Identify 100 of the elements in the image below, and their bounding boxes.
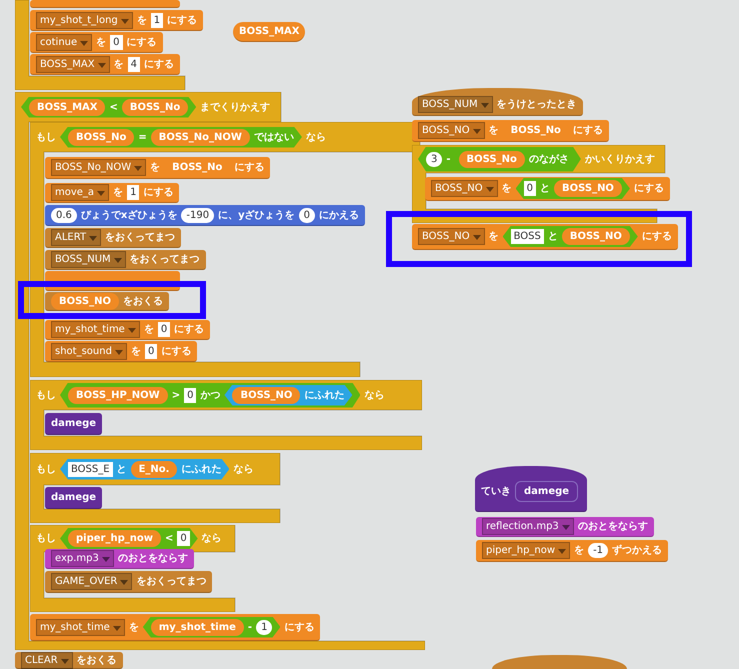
- block-text: なら: [202, 532, 222, 546]
- dropdown-field: BOSS_NO: [431, 180, 498, 197]
- block-text: をおくってまつ: [130, 253, 200, 267]
- dropdown-field: GAME_OVER: [51, 573, 132, 590]
- if-block: [30, 525, 236, 612]
- variable-reporter: BOSS_No: [458, 150, 525, 168]
- block-text: までくりかえす: [200, 100, 270, 114]
- variable-reporter: BOSS_NO: [554, 180, 622, 197]
- block-text: なら: [233, 462, 254, 476]
- dropdown-field: BOSS_NUM: [51, 251, 126, 268]
- block-text: かいくりかえす: [584, 152, 655, 166]
- set-variable-block: [425, 177, 670, 201]
- block-text: のながさ: [528, 152, 569, 166]
- block-text: にする: [167, 14, 198, 28]
- block-text: にふれた: [304, 388, 344, 402]
- block-text: =: [138, 130, 147, 144]
- variable-reporter: BOSS_NO: [562, 228, 630, 245]
- block-text: ていき: [481, 485, 511, 499]
- block-text: びょうでxざひょうを: [80, 208, 178, 222]
- play-sound-block: [45, 549, 194, 569]
- set-variable-block: [45, 157, 270, 179]
- variable-reporter: BOSS_No: [122, 98, 188, 116]
- variable-reporter: [233, 22, 306, 42]
- variable-reporter: my_shot_time: [150, 618, 244, 636]
- set-variable-block: [412, 224, 678, 250]
- broadcast-wait-block: [45, 571, 212, 593]
- number-field: 4: [128, 56, 140, 72]
- dropdown-field: shot_sound: [51, 342, 127, 360]
- block-text: を: [488, 124, 499, 138]
- dropdown-field: exp.mp3: [51, 550, 114, 567]
- block-text: BOSS_MAX: [239, 25, 300, 39]
- block-text: を: [144, 323, 154, 337]
- dropdown-field: BOSS_NO: [418, 228, 485, 245]
- dropdown-field: my_shot_time: [51, 321, 140, 338]
- block-text: をおくってまつ: [136, 575, 206, 589]
- block-text: をおくる: [122, 294, 163, 308]
- custom-block: [45, 413, 102, 435]
- block-text: にする: [284, 620, 314, 634]
- block-text: ではない: [254, 130, 294, 144]
- block-text: と: [548, 230, 558, 244]
- number-field: 0: [524, 181, 536, 196]
- set-variable-block: [45, 341, 198, 362]
- variable-reporter: piper_hp_now: [68, 530, 161, 547]
- block-text: を: [128, 620, 139, 634]
- block-text: にする: [161, 344, 192, 358]
- block-text: にかえる: [318, 208, 359, 222]
- block-text: にする: [634, 182, 664, 196]
- block-text: damege: [51, 417, 96, 431]
- broadcast-wait-block: [45, 228, 182, 248]
- event-hat-block: [412, 88, 583, 116]
- dropdown-field: my_shot_t_long: [36, 12, 133, 28]
- dropdown-field: BOSS_MAX: [36, 56, 110, 72]
- block-text: もし: [36, 388, 56, 402]
- number-field: 0: [144, 344, 158, 358]
- number-field: 0: [184, 388, 196, 402]
- set-variable-block: [30, 54, 180, 75]
- block-text: なら: [306, 130, 326, 144]
- dropdown-field: ALERT: [51, 229, 102, 246]
- define-hat-block: [475, 466, 587, 512]
- block-text: にする: [126, 36, 157, 50]
- block-text: もし: [36, 130, 56, 144]
- block-text: を: [114, 58, 124, 72]
- set-variable-block: [30, 32, 163, 53]
- block-text: をおくる: [76, 654, 117, 668]
- variable-reporter: BOSS_No: [68, 128, 134, 146]
- block-text: を: [96, 36, 106, 50]
- block-text: をうけとったとき: [496, 98, 577, 112]
- if-block: [30, 453, 282, 523]
- block-text: を: [136, 14, 147, 28]
- dropdown-field: cotinue: [36, 34, 92, 50]
- repeat-until-block: [15, 92, 425, 650]
- broadcast-block: [15, 652, 123, 669]
- block-text: にする: [174, 323, 204, 337]
- number-field: 0.6: [51, 208, 77, 222]
- block-text: に、yざひょうを: [218, 208, 295, 222]
- block-text: のおとをならす: [578, 520, 648, 534]
- if-block: [30, 122, 422, 377]
- play-sound-block: [476, 517, 654, 537]
- block-text: をおくってまつ: [105, 231, 176, 245]
- dropdown-field: BOSS_NO: [418, 122, 485, 139]
- block-text: >: [172, 388, 180, 402]
- number-field: -1: [588, 543, 608, 558]
- dropdown-field: CLEAR: [21, 652, 73, 668]
- number-field: 0: [177, 531, 190, 546]
- variable-reporter: BOSS_NO: [51, 292, 119, 310]
- number-field: 3: [426, 152, 442, 166]
- variable-reporter: BOSS_No_NOW: [150, 128, 250, 146]
- variable-reporter: BOSS_MAX: [29, 98, 106, 116]
- set-variable-block: [412, 120, 609, 142]
- dropdown-field: move_a: [51, 184, 110, 201]
- number-field: 0: [298, 208, 315, 222]
- custom-block: [45, 487, 102, 509]
- block-text: もし: [36, 532, 56, 546]
- set-variable-block: [30, 614, 320, 641]
- dropdown-field: piper_hp_now: [482, 542, 570, 559]
- block-text: <: [109, 100, 118, 114]
- number-field: 1: [150, 12, 164, 28]
- set-variable-block: [45, 320, 210, 340]
- block-text: かつ: [200, 388, 220, 402]
- number-field: -190: [181, 208, 214, 222]
